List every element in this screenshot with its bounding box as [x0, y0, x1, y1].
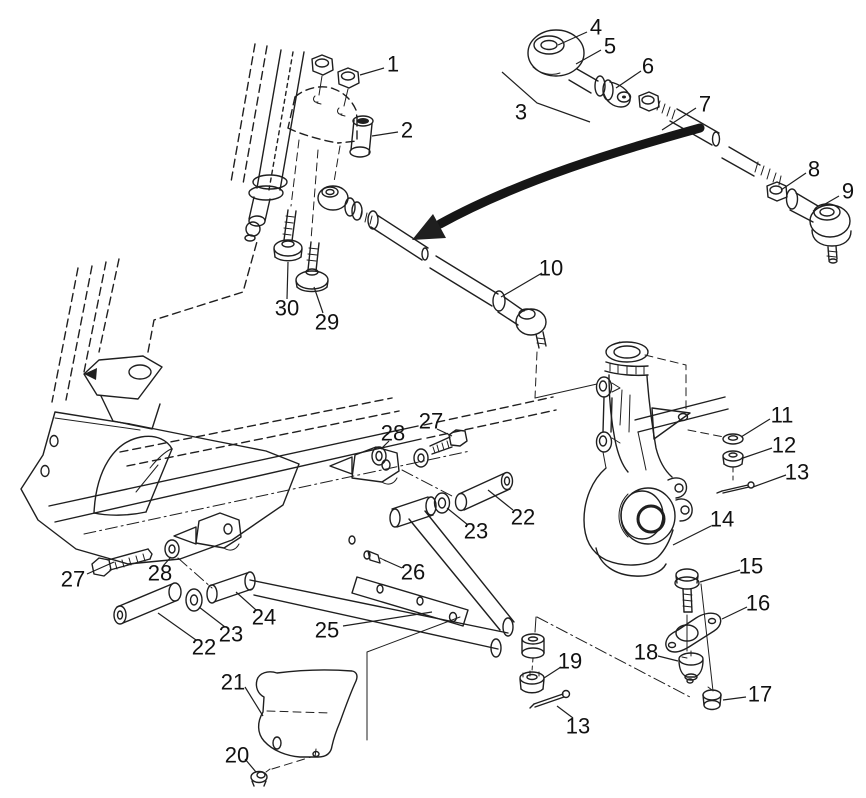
leader-line-part-26: [383, 559, 403, 569]
steering-mount-bracket: [287, 54, 374, 241]
leader-line-part-17: [722, 696, 747, 701]
part-callout-22: 22: [511, 505, 535, 530]
leader-line-part-18: [657, 655, 679, 662]
leader-line-part-5: [575, 49, 602, 65]
part-callout-28: 28: [381, 421, 405, 446]
steering-post-assembly: [230, 43, 305, 242]
part-callout-6: 6: [642, 54, 654, 79]
part-callout-24: 24: [252, 605, 276, 630]
part-callout-13: 13: [566, 714, 590, 739]
flange-bolts: [273, 209, 329, 293]
assembly-direction-arrow-icon: [412, 123, 705, 240]
frame-rail: [48, 396, 729, 551]
part-callout-18: 18: [634, 640, 658, 665]
part-callout-27: 27: [61, 567, 85, 592]
pivot-hardware: [91, 429, 514, 625]
a-arm-guard: [250, 669, 358, 787]
leader-line-part-28: [162, 556, 172, 567]
part-callout-27: 27: [419, 409, 443, 434]
part-callout-20: 20: [225, 743, 249, 768]
steering-knuckle: [583, 341, 755, 577]
leader-line-part-4: [557, 31, 588, 46]
part-callout-26: 26: [401, 560, 425, 585]
part-callout-12: 12: [772, 433, 796, 458]
leader-line-part-30: [286, 261, 289, 300]
leader-line-part-7: [661, 107, 697, 131]
part-callout-7: 7: [699, 92, 711, 117]
part-callout-14: 14: [710, 507, 734, 532]
leader-line-part-25: [342, 611, 433, 627]
part-callout-28: 28: [148, 561, 172, 586]
leader-line-part-27: [86, 561, 115, 575]
callout-layer: 1234567891011121314151617181913202122232…: [61, 15, 854, 773]
part-callout-29: 29: [315, 310, 339, 335]
leader-line-part-15: [699, 569, 741, 583]
tie-rod-exploded-parts: [527, 29, 852, 264]
part-callout-15: 15: [739, 554, 763, 579]
leader-line-part-8: [780, 172, 807, 191]
part-callout-23: 23: [464, 519, 488, 544]
leader-line-part-11: [740, 418, 771, 438]
leader-line-part-21: [244, 686, 264, 717]
leader-line-part-22: [157, 612, 197, 641]
part-callout-23: 23: [219, 622, 243, 647]
part-callout-13: 13: [785, 460, 809, 485]
part-callout-25: 25: [315, 618, 339, 643]
part-callout-10: 10: [539, 256, 563, 281]
part-callout-2: 2: [401, 118, 413, 143]
leader-line-part-13: [556, 705, 574, 719]
part-callout-5: 5: [604, 34, 616, 59]
leader-line-part-12: [742, 447, 773, 459]
part-callout-11: 11: [771, 403, 794, 428]
frame-body-panel: [20, 237, 300, 565]
part-callout-19: 19: [558, 649, 582, 674]
leader-line-part-24: [235, 591, 257, 611]
leader-line-part-29: [313, 286, 324, 314]
leader-line-part-20: [244, 758, 257, 773]
leader-line-part-28: [380, 440, 390, 450]
a-arm: [206, 496, 691, 741]
leader-line-part-27: [436, 428, 453, 437]
leader-line-part-16: [721, 606, 748, 620]
tie-rod-assembled: [317, 185, 598, 399]
part-callout-9: 9: [842, 179, 854, 204]
leader-line-part-22: [487, 489, 514, 511]
leader-line-part-9: [812, 195, 840, 212]
leader-line-part-14: [672, 525, 712, 546]
part-callout-30: 30: [275, 296, 299, 321]
leader-line-part-23: [198, 606, 226, 628]
part-callout-1: 1: [387, 52, 399, 77]
leader-line-part-13: [752, 474, 787, 488]
part-callout-21: 21: [221, 670, 245, 695]
leader-line-part-3: [501, 71, 591, 123]
ball-joint-hardware: [665, 568, 722, 711]
leader-line-part-6: [615, 70, 642, 89]
part-callout-22: 22: [192, 635, 216, 660]
part-callout-16: 16: [746, 591, 770, 616]
leader-line-part-1: [359, 67, 385, 76]
part-callout-8: 8: [808, 157, 820, 182]
leader-line-part-10: [500, 272, 543, 298]
part-callout-3: 3: [515, 100, 527, 125]
leader-line-part-23: [446, 507, 469, 526]
leader-line-part-2: [371, 131, 399, 137]
leader-line-part-19: [543, 666, 562, 679]
part-callout-17: 17: [748, 682, 772, 707]
part-callout-4: 4: [590, 15, 602, 40]
